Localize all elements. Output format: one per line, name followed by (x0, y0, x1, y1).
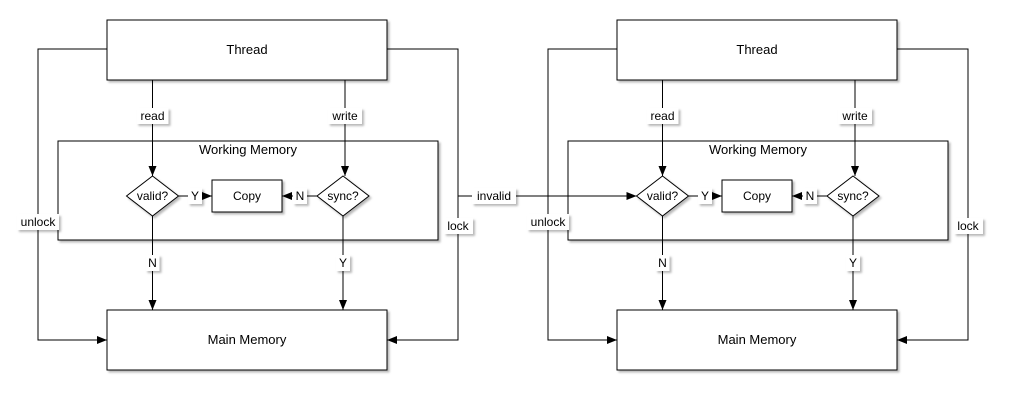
invalid-label: invalid (477, 189, 511, 203)
unlock-label-bg (17, 214, 59, 230)
working-memory-label: Working Memory (709, 142, 808, 157)
sync-yes-label: Y (339, 256, 347, 270)
sync-yes-label-bg (336, 255, 350, 271)
thread-box (616, 19, 898, 81)
valid-no-label-bg (655, 255, 670, 271)
unlock-label-bg (527, 214, 569, 230)
valid-no-label: N (658, 256, 667, 270)
write-label-bg (838, 108, 872, 124)
thread-label: Thread (226, 42, 267, 57)
sync-no-label-bg (803, 188, 817, 204)
thread-box (106, 19, 388, 81)
unlock-edge (547, 48, 617, 344)
memory-model-left: Thread Working Memory Main Memory Copy v… (17, 19, 473, 371)
read-label-bg (136, 108, 169, 124)
write-label: write (841, 109, 868, 123)
sync-diamond (316, 175, 370, 217)
lock-edge (387, 48, 459, 344)
valid-label: valid? (137, 189, 169, 203)
unlock-edge (37, 48, 107, 344)
sync-yes-label-bg (846, 255, 860, 271)
sync-yes-label: Y (849, 256, 857, 270)
write-label: write (331, 109, 358, 123)
lock-label: lock (447, 219, 469, 233)
lock-label: lock (957, 219, 979, 233)
lock-edge (897, 48, 969, 344)
sync-no-label-bg (293, 188, 307, 204)
valid-diamond (635, 175, 690, 217)
sync-no-label: N (806, 189, 815, 203)
copy-label: Copy (233, 189, 261, 203)
valid-yes-label-bg (698, 188, 712, 204)
write-label-bg (328, 108, 362, 124)
copy-box (721, 179, 793, 213)
invalid-label-bg (472, 188, 516, 204)
copy-box (211, 179, 283, 213)
valid-label: valid? (647, 189, 679, 203)
main-memory-box (106, 309, 388, 371)
unlock-label: unlock (21, 215, 57, 229)
main-memory-label: Main Memory (208, 332, 287, 347)
sync-diamond (826, 175, 880, 217)
working-memory-label: Working Memory (199, 142, 298, 157)
unlock-label: unlock (531, 215, 567, 229)
memory-model-right: Thread Working Memory Main Memory Copy v… (527, 19, 983, 371)
main-memory-label: Main Memory (718, 332, 797, 347)
sync-label: sync? (837, 189, 869, 203)
read-label: read (650, 109, 674, 123)
invalid-connector: invalid (458, 188, 637, 204)
sync-label: sync? (327, 189, 359, 203)
valid-yes-label: Y (701, 189, 709, 203)
lock-label-bg (444, 218, 473, 234)
valid-yes-label: Y (191, 189, 199, 203)
copy-label: Copy (743, 189, 771, 203)
lock-label-bg (954, 218, 983, 234)
thread-label: Thread (736, 42, 777, 57)
valid-yes-label-bg (188, 188, 202, 204)
valid-no-label: N (148, 256, 157, 270)
valid-diamond (125, 175, 180, 217)
read-label: read (140, 109, 164, 123)
valid-no-label-bg (145, 255, 160, 271)
read-label-bg (646, 108, 679, 124)
sync-no-label: N (296, 189, 305, 203)
